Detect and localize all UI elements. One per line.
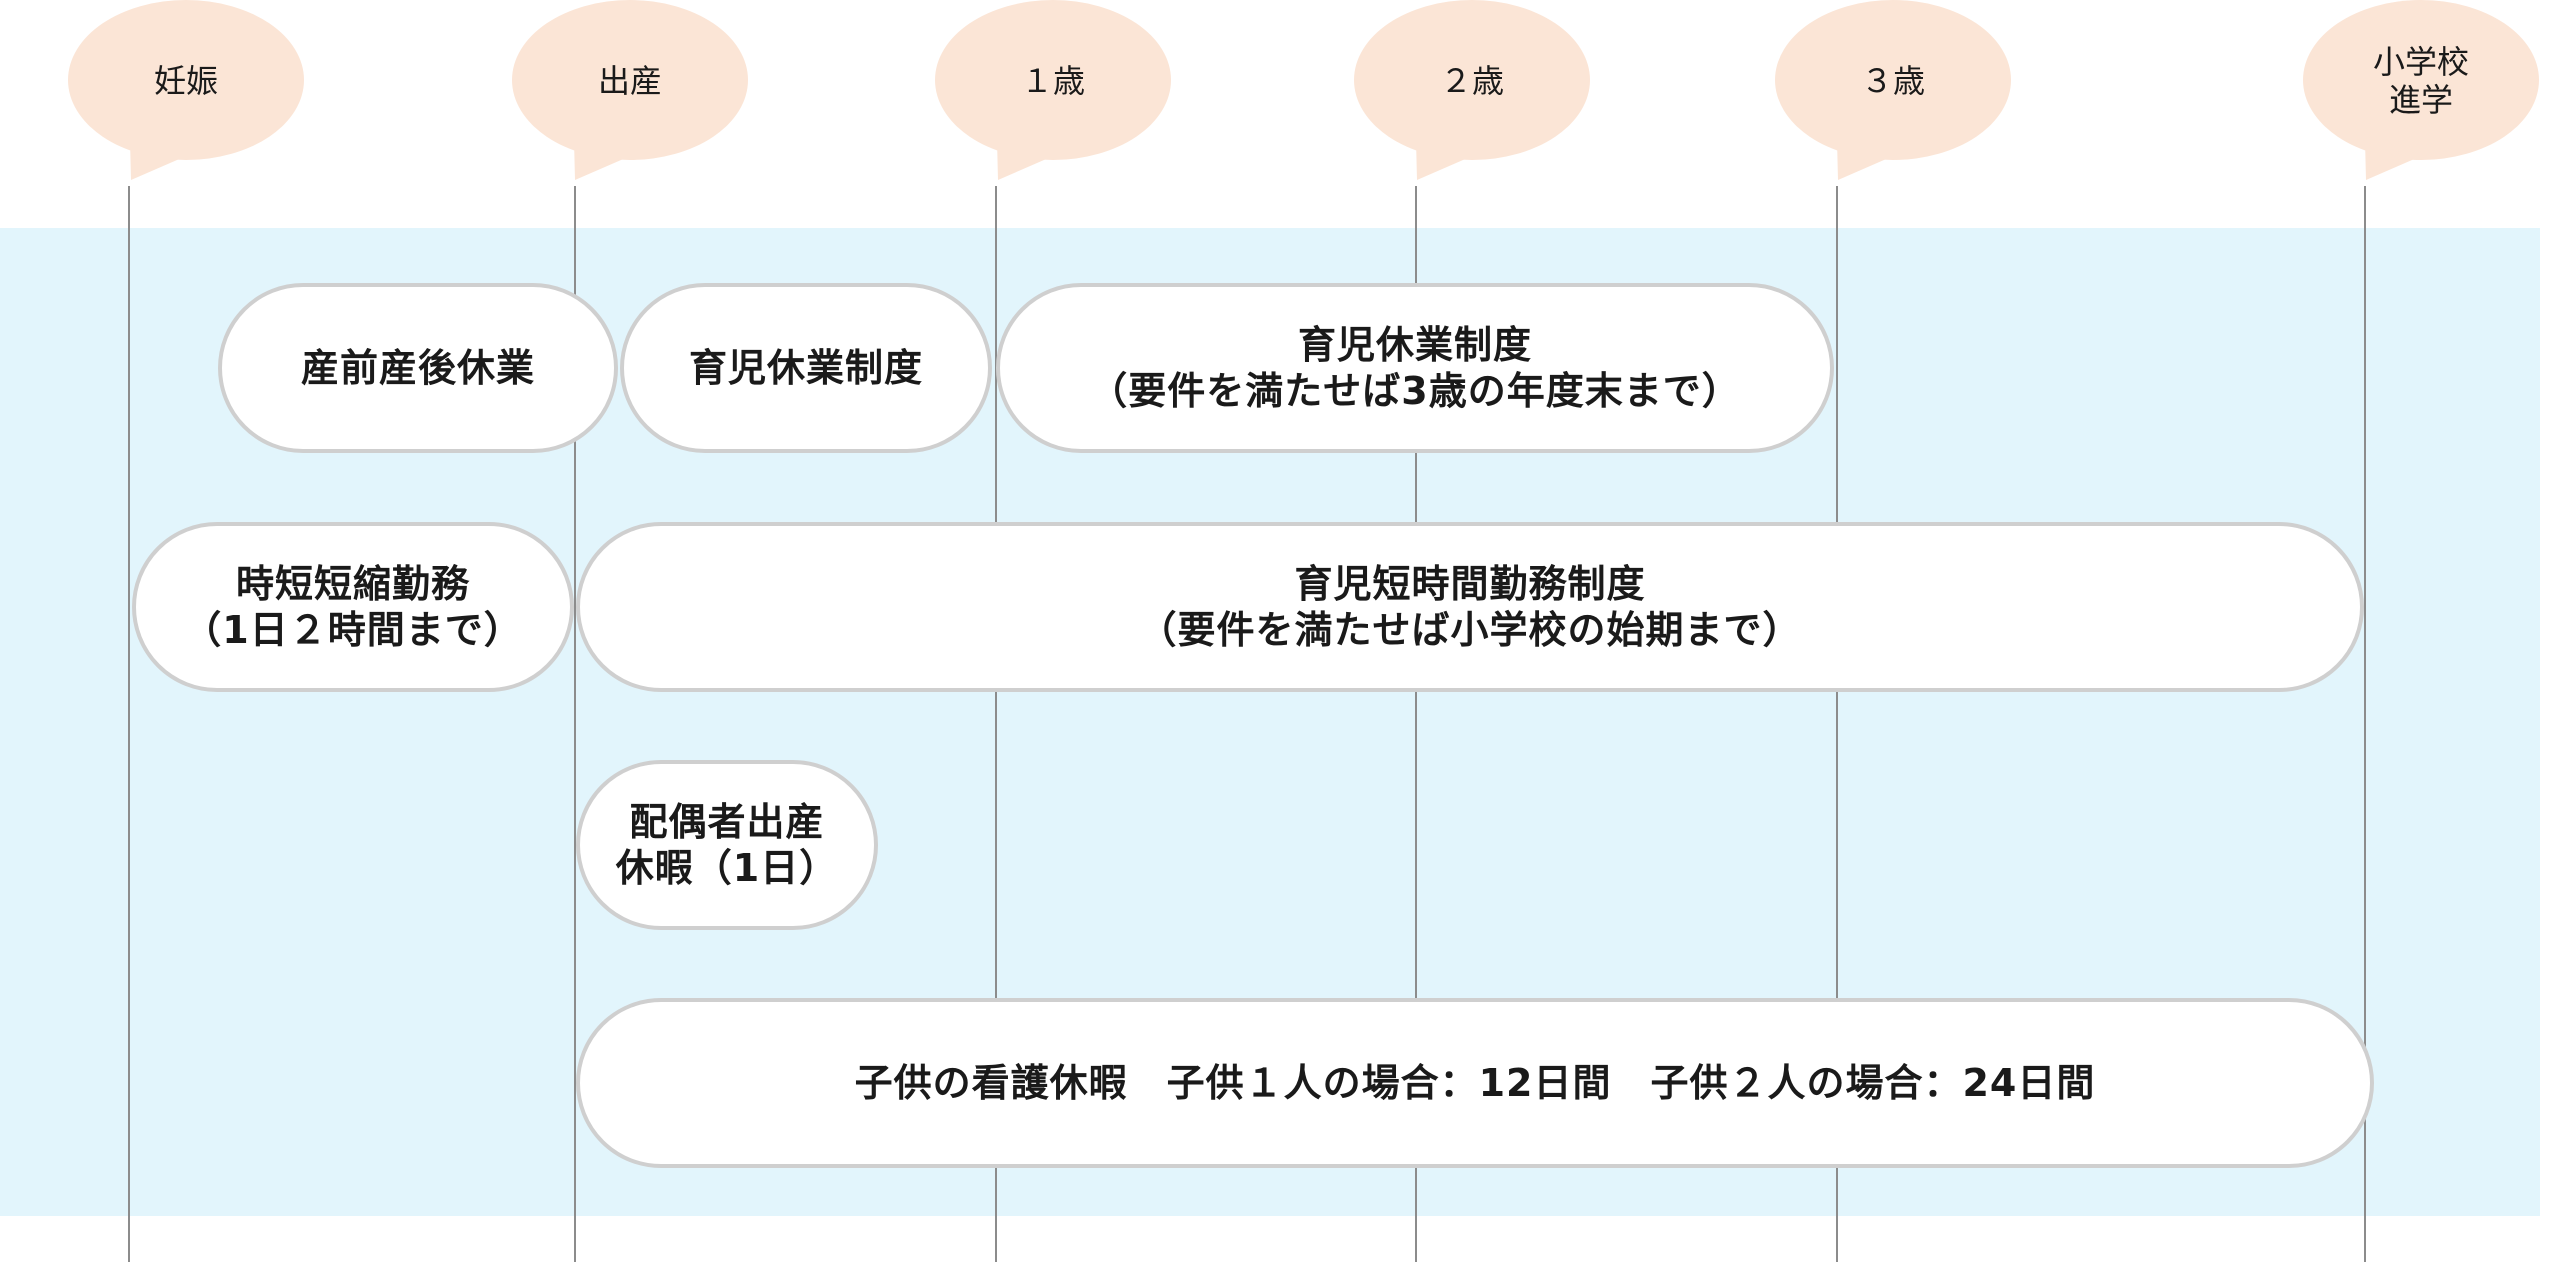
- speech-bubble-icon: [1354, 0, 1590, 180]
- milestone-line-age1: [995, 186, 997, 1262]
- milestone-bubble-age1: １歳: [935, 0, 1171, 180]
- milestone-bubble-age3: ３歳: [1775, 0, 2011, 180]
- spouse-birth-leave-pill: 配偶者出産 休暇（1日）: [576, 760, 878, 930]
- milestone-label: ３歳: [1860, 62, 1925, 100]
- milestone-line-birth: [574, 186, 576, 1262]
- milestone-line-age2: [1415, 186, 1417, 1262]
- milestone-label: 小学校 進学: [2372, 43, 2469, 119]
- maternity-leave-pill: 産前産後休業: [218, 283, 618, 453]
- milestone-bubble-pregnancy: 妊娠: [68, 0, 304, 180]
- childcare-leave-pill: 育児休業制度: [620, 283, 992, 453]
- milestone-bubble-age2: ２歳: [1354, 0, 1590, 180]
- speech-bubble-icon: [68, 0, 304, 180]
- milestone-line-pregnancy: [128, 186, 130, 1262]
- shorter-hours-pill: 時短短縮勤務 （1日２時間まで）: [132, 522, 574, 692]
- childcare-short-hours-pill: 育児短時間勤務制度 （要件を満たせば小学校の始期まで）: [576, 522, 2364, 692]
- milestone-label: 妊娠: [153, 62, 218, 100]
- milestone-label: ２歳: [1439, 62, 1504, 100]
- milestone-label: １歳: [1020, 62, 1085, 100]
- speech-bubble-icon: [935, 0, 1171, 180]
- milestone-line-elementary: [2364, 186, 2366, 1262]
- child-nursing-leave-pill: 子供の看護休暇 子供１人の場合：12日間 子供２人の場合：24日間: [576, 998, 2374, 1168]
- milestone-label: 出産: [597, 62, 662, 100]
- speech-bubble-icon: [2303, 0, 2539, 180]
- speech-bubble-icon: [1775, 0, 2011, 180]
- milestone-bubble-elementary: 小学校 進学: [2303, 0, 2539, 180]
- milestone-bubble-birth: 出産: [512, 0, 748, 180]
- speech-bubble-icon: [512, 0, 748, 180]
- milestone-line-age3: [1836, 186, 1838, 1262]
- childcare-leave-extended-pill: 育児休業制度 （要件を満たせば3歳の年度末まで）: [996, 283, 1834, 453]
